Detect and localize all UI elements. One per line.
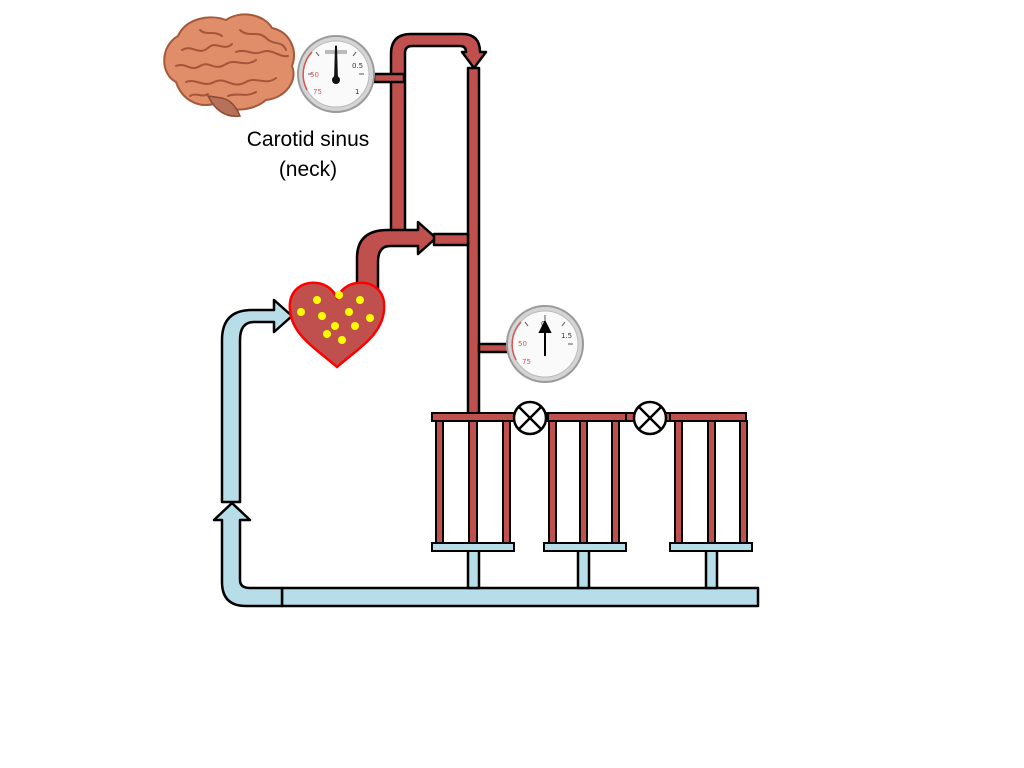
venous-drain-2 [576,548,591,590]
gauge-top-label-1: 50 [310,71,319,79]
venous-upper-arrow [220,298,294,504]
gauge-top-label-4: 1 [355,88,359,96]
carotid-loop-pipe [389,32,488,236]
heart-outlet-arrow [355,220,438,292]
arterial-system [355,32,511,418]
gauge-top-label-2: 0.5 [352,62,363,70]
gauge-up-arrow-icon [538,319,552,356]
pressure-gauge-icon: 50 0.5 75 1 [297,35,375,113]
heart-particles [297,291,374,344]
capillary-bed-3 [669,412,753,552]
gauge-needle [334,46,338,80]
gauge-mid-label-3: 1.5 [561,332,572,340]
venous-return-pipe [212,298,760,608]
heart-icon [288,281,386,369]
capillary-beds [431,412,753,552]
heart-to-aorta-connector [432,232,470,247]
carotid-label-line2: (neck) [278,158,338,181]
carotid-label-line1: Carotid sinus [246,128,370,151]
venous-main-pipe [280,586,760,608]
arterial-vertical-main [466,66,481,418]
carotid-gauge-stub [372,72,406,84]
capillary-bed-2 [543,412,627,552]
capillary-bed-1 [431,412,515,552]
brain-icon [163,13,295,117]
closed-valve-icon [512,400,548,436]
venous-drain-3 [704,548,719,590]
closed-valve-icon [632,400,668,436]
gauge-top-label-3: 75 [313,88,322,96]
gauge-mid-label-4: 75 [522,358,531,366]
carotid-sinus-label: Carotid sinus (neck) [218,125,398,185]
gauge-branch-pipe [477,342,511,354]
venous-drain-1 [466,548,481,590]
gauge-mid-label-2: 50 [518,340,527,348]
pressure-gauge-icon: 0 50 1.5 75 [506,305,584,383]
venous-corner-arrow [212,501,284,608]
